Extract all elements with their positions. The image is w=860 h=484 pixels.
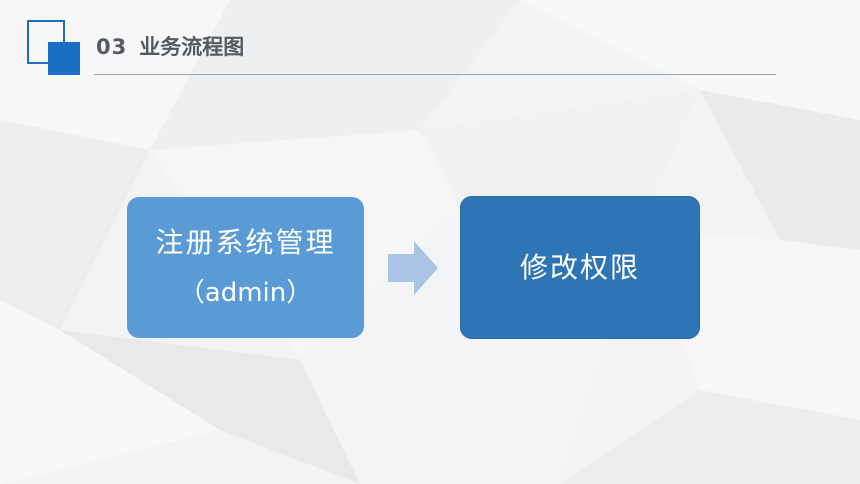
flow-step-register-admin: 注册系统管理 （admin） xyxy=(127,197,364,338)
section-number: 03 xyxy=(96,35,128,59)
flow-step-register-title: 注册系统管理 xyxy=(155,225,336,259)
arrow-right-icon xyxy=(388,241,438,295)
section-title: 业务流程图 xyxy=(139,35,245,59)
flow-step-modify-permissions: 修改权限 xyxy=(460,196,700,339)
flow-step-modify-title: 修改权限 xyxy=(519,250,640,284)
flow-step-register-subtitle: （admin） xyxy=(178,277,313,308)
section-heading: 03 业务流程图 xyxy=(96,32,244,62)
logo-filled-square xyxy=(48,42,80,75)
header-divider xyxy=(94,74,776,75)
